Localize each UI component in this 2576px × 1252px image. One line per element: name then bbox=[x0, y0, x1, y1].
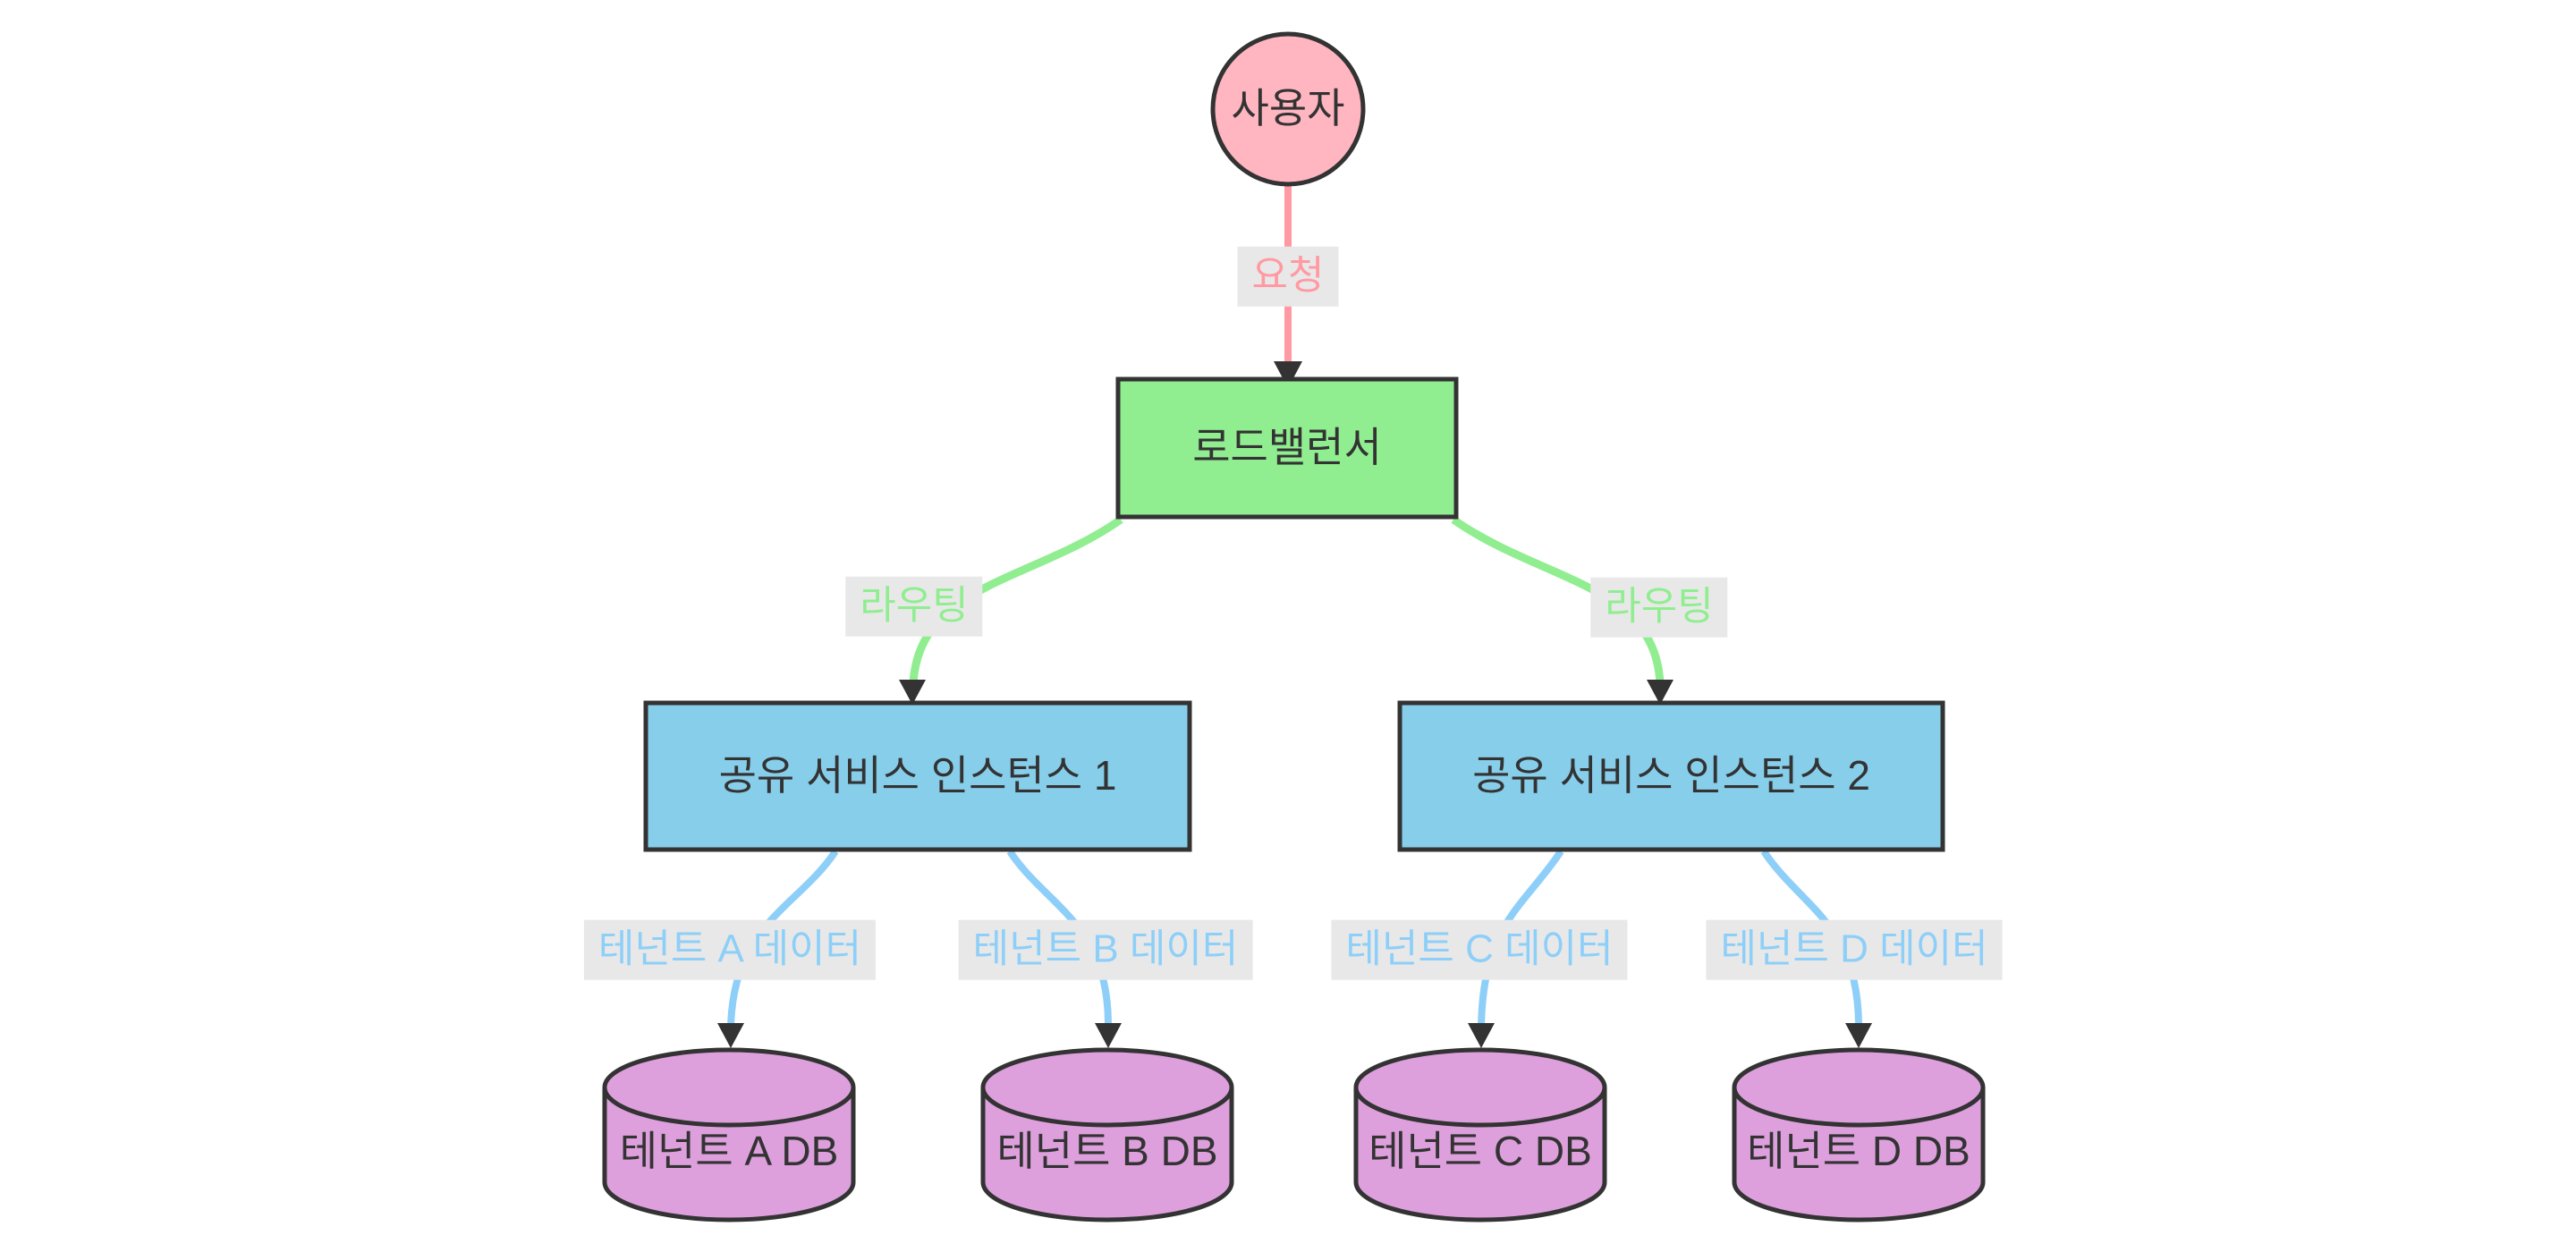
edge-instance2-to-dbD bbox=[1760, 849, 1862, 1028]
arrowhead-instance1-to-dbB bbox=[1095, 1023, 1122, 1048]
arrowhead-lb-to-instance2 bbox=[1647, 680, 1674, 705]
arrowhead-user-to-lb bbox=[1274, 361, 1302, 388]
arrowhead-instance2-to-dbD bbox=[1845, 1023, 1872, 1048]
edge-lb-to-instance2 bbox=[1451, 516, 1665, 684]
arrowhead-instance2-to-dbC bbox=[1468, 1023, 1495, 1048]
tenant-d-db-rim bbox=[1732, 1087, 1986, 1128]
tenant-b-db-rim bbox=[980, 1087, 1234, 1128]
instance-2-node bbox=[1397, 700, 1945, 852]
tenant-d-db-node bbox=[1732, 1047, 1986, 1222]
edge-instance2-to-dbC bbox=[1478, 849, 1564, 1028]
arrowhead-lb-to-instance1 bbox=[899, 680, 926, 705]
edge-instance1-to-dbB bbox=[1006, 849, 1113, 1028]
tenant-c-db-node bbox=[1353, 1047, 1607, 1222]
instance-1-node bbox=[643, 700, 1192, 852]
edge-instance1-to-dbA bbox=[727, 849, 839, 1028]
user-node bbox=[1210, 31, 1366, 187]
tenant-a-db-node bbox=[602, 1047, 856, 1222]
edge-group bbox=[717, 186, 1872, 1048]
tenant-c-db-rim bbox=[1353, 1087, 1607, 1128]
tenant-a-db-rim bbox=[602, 1087, 856, 1128]
node-group bbox=[602, 31, 1986, 1222]
edge-lb-to-instance1 bbox=[909, 516, 1123, 684]
tenant-b-db-node bbox=[980, 1047, 1234, 1222]
arrowhead-instance1-to-dbA bbox=[717, 1023, 744, 1048]
load-balancer-node bbox=[1115, 376, 1459, 520]
